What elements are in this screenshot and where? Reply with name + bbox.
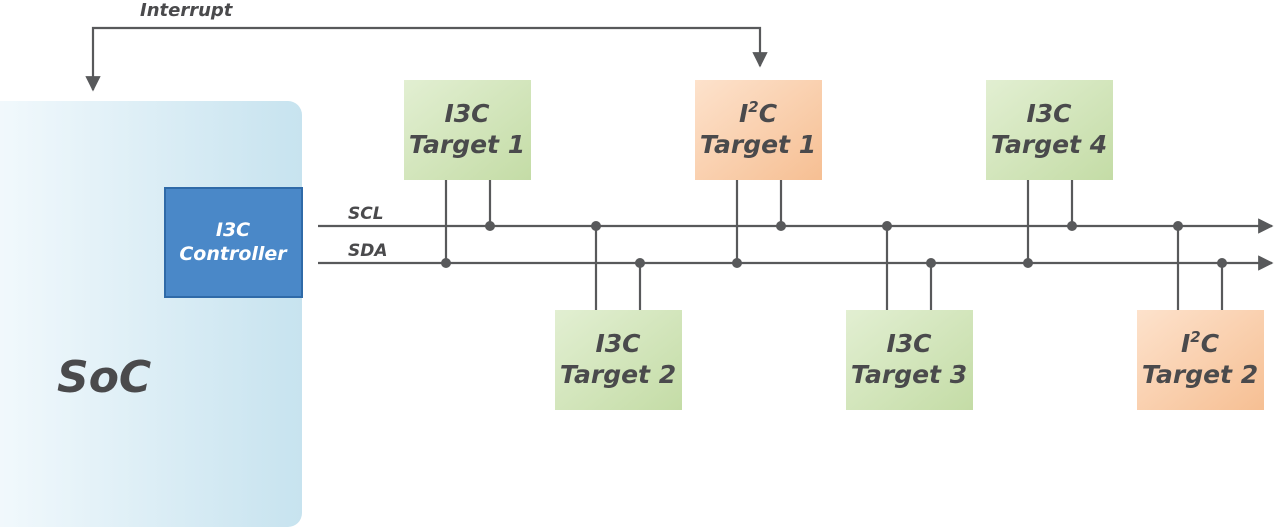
i3c-target-3: I3C Target 3 [846,310,973,410]
i2c-target-2-line1: I2C [1181,328,1220,358]
i3c-target-1-line2: Target 1 [409,130,525,159]
i3c-target-2: I3C Target 2 [555,310,682,410]
i3c-target-1: I3C Target 1 [404,80,531,180]
sda-label: SDA [348,241,388,261]
i2c-target-2-line2: Target 2 [1142,360,1258,389]
controller-line2: Controller [179,243,288,265]
i3c-controller: I3C Controller [164,187,303,298]
i3c-target-2-line2: Target 2 [560,360,676,389]
connections [441,180,1227,310]
i2c-target-2: I2C Target 2 [1137,310,1264,410]
interrupt-label: Interrupt [140,0,234,21]
i2c-target-1-line2: Target 1 [700,130,816,159]
i3c-target-4: I3C Target 4 [986,80,1113,180]
i3c-target-4-line1: I3C [1026,99,1072,128]
i2c-target-1: I2C Target 1 [695,80,822,180]
bus-lines: SCL SDA [318,204,1274,271]
i3c-target-3-line1: I3C [886,329,932,358]
soc-block: SoC [0,101,302,527]
interrupt-line: Interrupt [85,0,768,92]
scl-label: SCL [348,204,384,224]
controller-line1: I3C [216,219,250,241]
soc-label: SoC [57,352,151,403]
i3c-target-1-line1: I3C [444,99,490,128]
i2c-target-1-line1: I2C [739,98,778,128]
i3c-target-4-line2: Target 4 [991,130,1107,159]
i3c-target-3-line2: Target 3 [851,360,967,389]
i3c-target-2-line1: I3C [595,329,641,358]
